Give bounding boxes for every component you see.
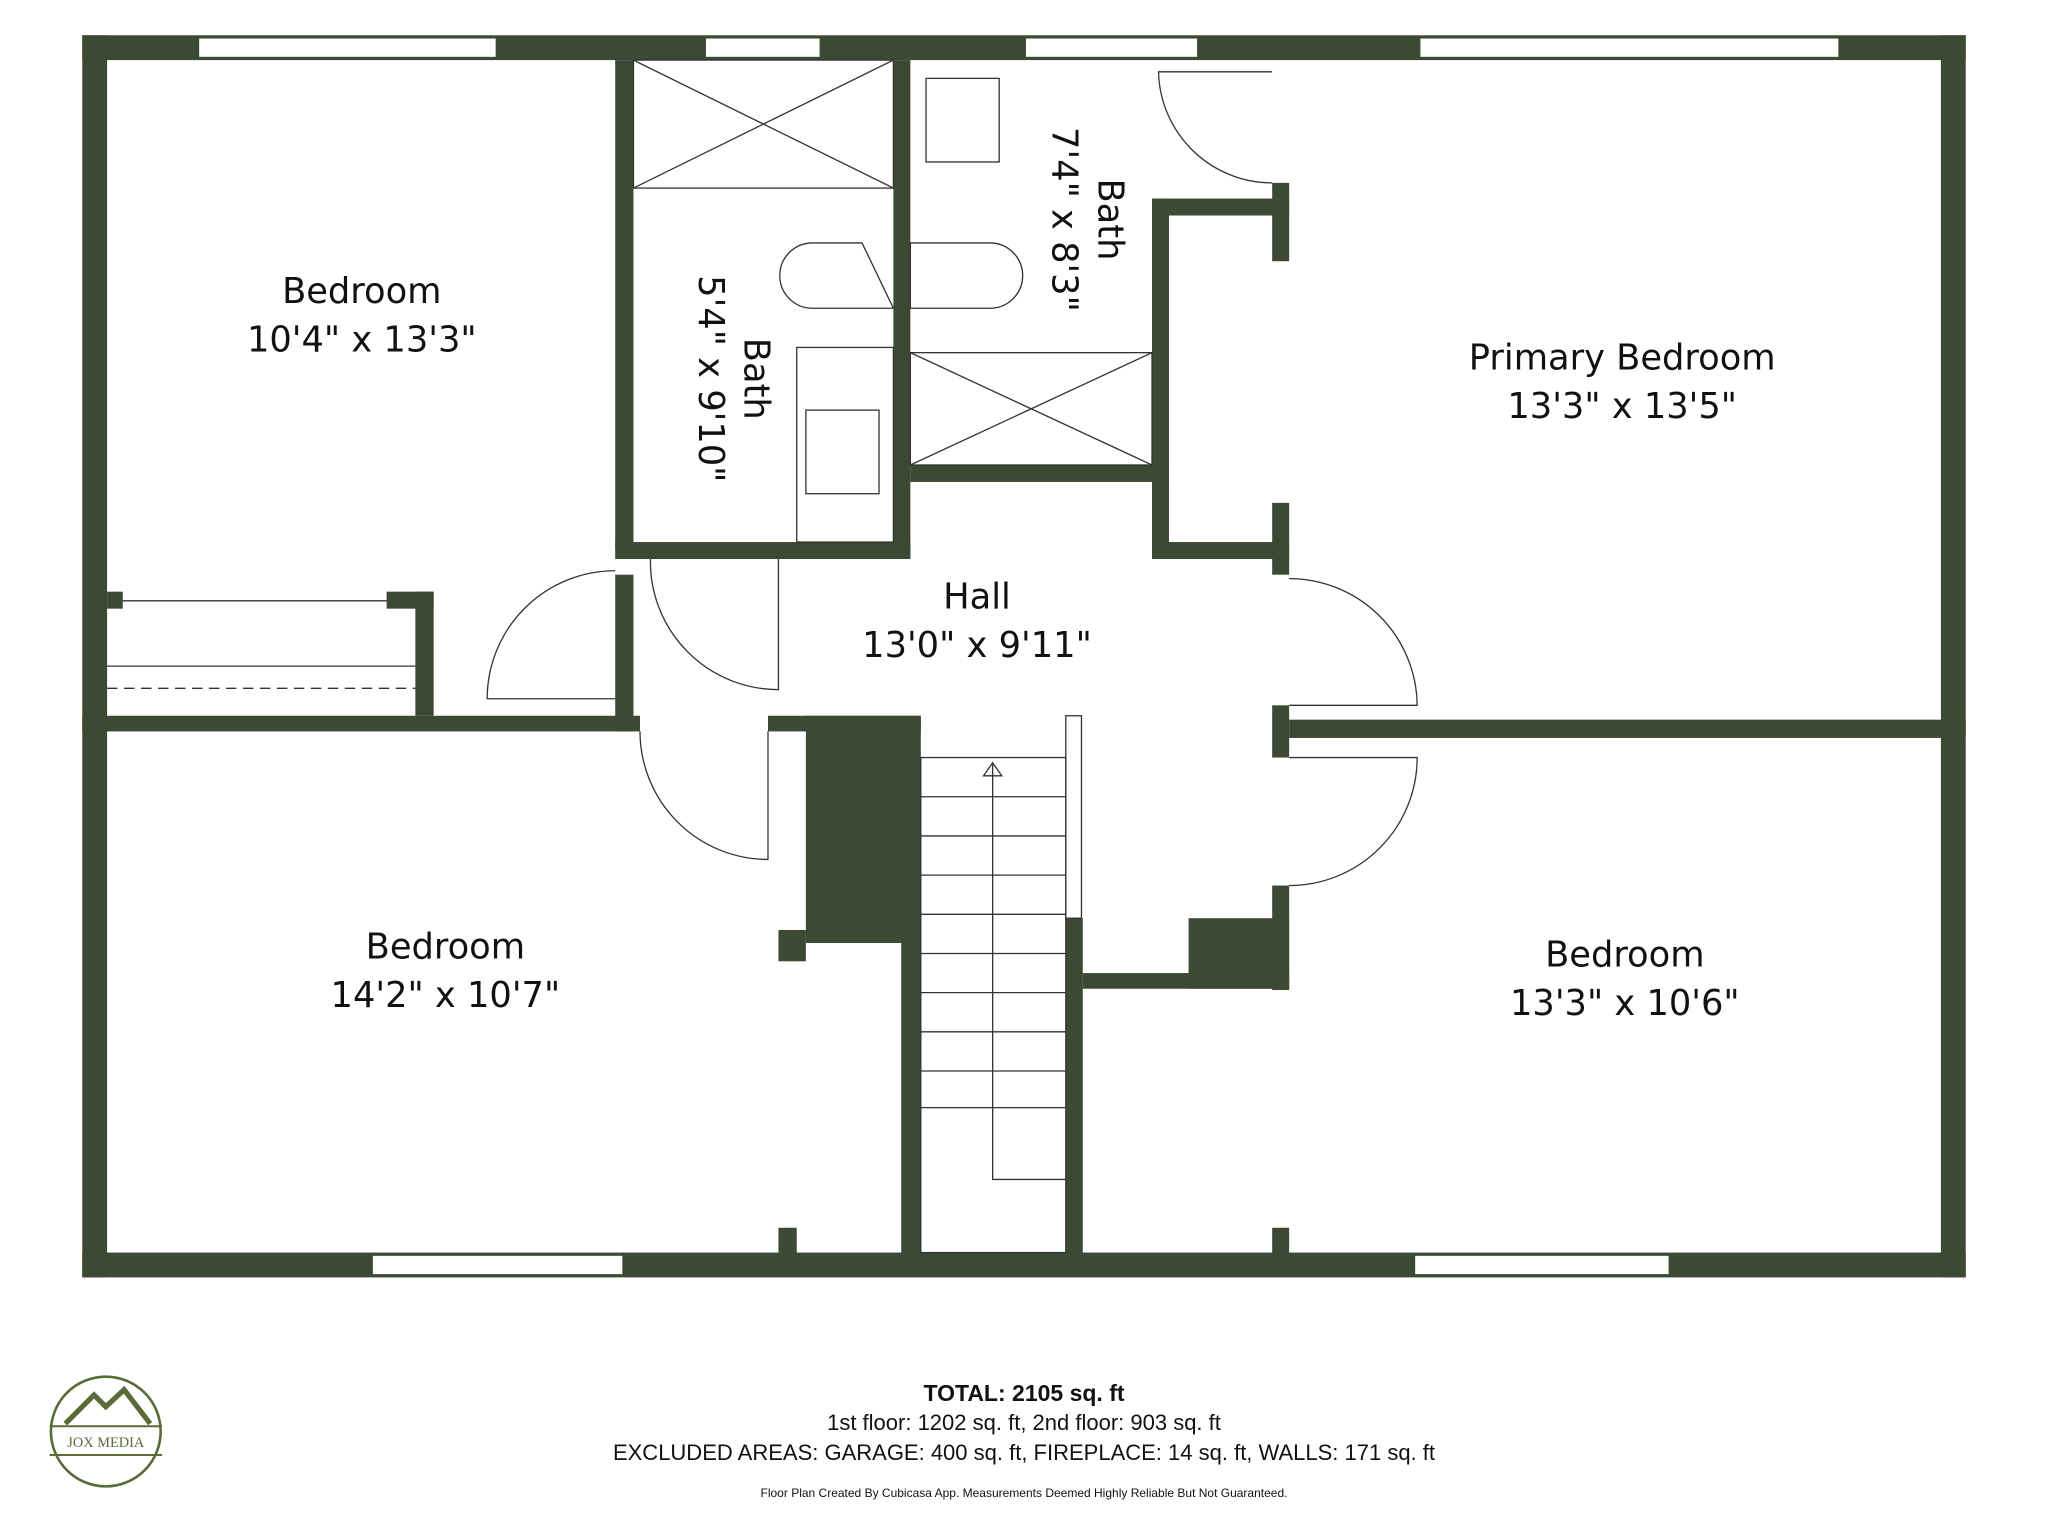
room-dims-primary-bedroom: 13'3" x 13'5": [1507, 386, 1737, 427]
fixtures: [107, 59, 1153, 689]
room-dims-bath-2: 7'4" x 8'3": [1044, 127, 1085, 312]
disclaimer: Floor Plan Created By Cubicasa App. Meas…: [760, 1486, 1288, 1500]
room-name-bedroom-sw: Bedroom: [366, 927, 525, 968]
stairs: [920, 715, 1083, 1254]
logo-text: JOX MEDIA: [67, 1435, 145, 1451]
room-name-hall: Hall: [943, 577, 1011, 618]
windows: [197, 37, 1840, 1276]
room-labels: Bedroom 10'4" x 13'3" Bath 5'4" x 9'10" …: [247, 127, 1776, 1024]
room-dims-bedroom-se: 13'3" x 10'6": [1510, 983, 1740, 1024]
room-name-bedroom-se: Bedroom: [1545, 935, 1704, 976]
room-name-bath-1: Bath: [735, 338, 776, 420]
excluded-areas: EXCLUDED AREAS: GARAGE: 400 sq. ft, FIRE…: [612, 1440, 1436, 1465]
room-name-bath-2: Bath: [1089, 178, 1130, 260]
room-dims-bath-1: 5'4" x 9'10": [690, 275, 731, 482]
total-area: TOTAL: 2105 sq. ft: [923, 1380, 1125, 1406]
doors: [486, 71, 1418, 887]
room-name-bedroom-nw: Bedroom: [282, 271, 441, 312]
room-dims-hall: 13'0" x 9'11": [862, 625, 1092, 666]
room-name-primary-bedroom: Primary Bedroom: [1469, 338, 1776, 379]
room-dims-bedroom-sw: 14'2" x 10'7": [331, 975, 561, 1016]
room-dims-bedroom-nw: 10'4" x 13'3": [247, 319, 477, 360]
logo: JOX MEDIA: [49, 1375, 162, 1488]
floor-areas: 1st floor: 1202 sq. ft, 2nd floor: 903 s…: [827, 1410, 1221, 1435]
